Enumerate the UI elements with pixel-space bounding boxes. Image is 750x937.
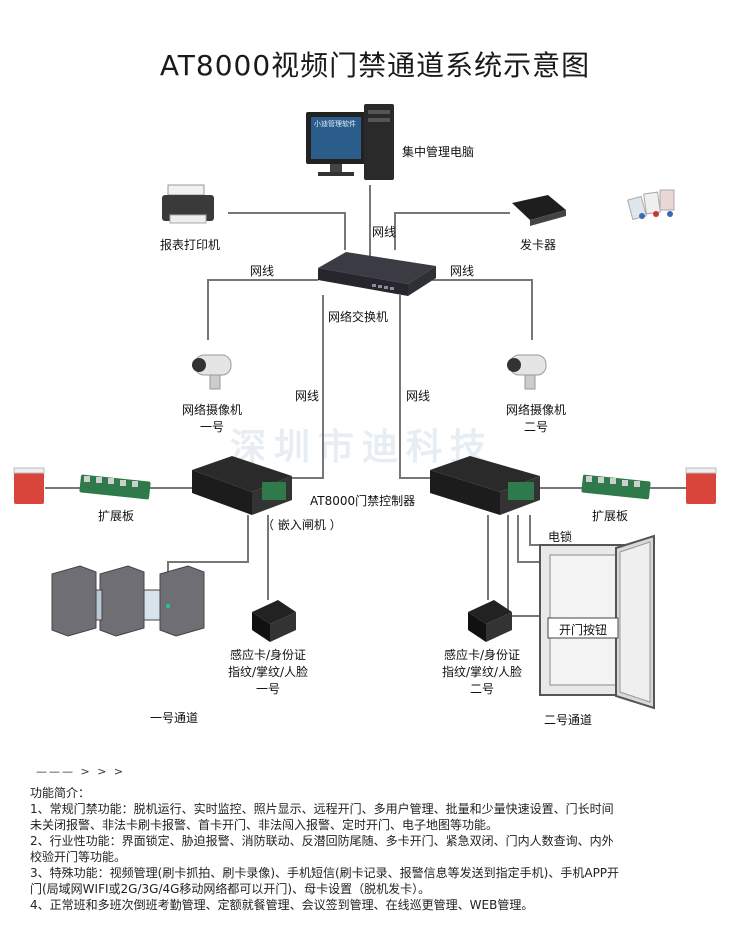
expansion-board-left-icon bbox=[79, 474, 151, 500]
exit-button-label: 开门按钮 bbox=[558, 623, 607, 637]
camera-2-icon bbox=[507, 354, 547, 390]
alarm-right-icon bbox=[685, 467, 717, 504]
printer-icon bbox=[162, 184, 214, 224]
intro-line: 1、常规门禁功能：脱机运行、实时监控、照片显示、远程开门、多用户管理、批量和少量… bbox=[30, 802, 614, 816]
intro-line: 3、特殊功能：视频管理(刷卡抓拍、刷卡录像)、手机短信(刷卡记录、报警信息等发送… bbox=[30, 866, 620, 880]
reader-1-line1: 感应卡/身份证 bbox=[229, 648, 307, 662]
reader-1-line3: 一号 bbox=[255, 682, 280, 696]
card-issuer-icon bbox=[512, 195, 566, 226]
expansion-right-label: 扩展板 bbox=[592, 509, 629, 523]
camera-1-label: 网络摄像机 一号 bbox=[172, 401, 252, 435]
reader-2-line1: 感应卡/身份证 bbox=[443, 648, 521, 662]
intro-section: 功能简介： 1、常规门禁功能：脱机运行、实时监控、照片显示、远程开门、多用户管理… bbox=[30, 785, 730, 913]
reader-1-icon bbox=[252, 600, 296, 642]
net-label-controller-left: 网线 bbox=[295, 389, 320, 403]
watermark: 深圳市迪科技 bbox=[230, 427, 495, 468]
intro-line: 校验开门等功能。 bbox=[30, 850, 127, 864]
door-icon bbox=[539, 534, 655, 710]
passage-2-label: 二号通道 bbox=[544, 713, 593, 727]
net-label-right: 网线 bbox=[450, 264, 475, 278]
diagram-title: AT8000视频门禁通道系统示意图 bbox=[159, 49, 591, 82]
passage-1-label: 一号通道 bbox=[150, 711, 199, 725]
pc-icon bbox=[306, 104, 394, 180]
arrow-divider: ——— > > > bbox=[36, 765, 126, 778]
alarm-left-icon bbox=[13, 467, 45, 504]
pc-screen-text: 小迪管理软件 bbox=[314, 120, 356, 128]
camera-1-number: 一号 bbox=[199, 420, 224, 434]
reader-2-label: 感应卡/身份证 指纹/掌纹/人脸 二号 bbox=[432, 646, 532, 697]
reader-2-icon bbox=[468, 600, 512, 642]
controller-right-icon bbox=[430, 456, 540, 515]
intro-line: 门(局域网WIFI或2G/3G/4G移动网络都可以开门)、母卡设置（脱机发卡）。 bbox=[30, 882, 431, 896]
net-label-controller-right: 网线 bbox=[406, 389, 431, 403]
printer-label: 报表打印机 bbox=[160, 238, 221, 252]
camera-2-name: 网络摄像机 bbox=[505, 403, 566, 417]
switch-label: 网络交换机 bbox=[328, 310, 389, 324]
expansion-left-label: 扩展板 bbox=[98, 509, 135, 523]
camera-1-name: 网络摄像机 bbox=[181, 403, 242, 417]
pc-label: 集中管理电脑 bbox=[402, 145, 475, 159]
camera-2-label: 网络摄像机 二号 bbox=[496, 401, 576, 435]
camera-2-number: 二号 bbox=[523, 420, 548, 434]
controller-left-icon bbox=[192, 456, 292, 515]
controller-label: AT8000门禁控制器 bbox=[310, 494, 416, 508]
switch-icon bbox=[318, 252, 436, 296]
intro-line: 未关闭报警、非法卡刷卡报警、首卡开门、非法闯入报警、定时开门、电子地图等功能。 bbox=[30, 818, 499, 832]
reader-1-label: 感应卡/身份证 指纹/掌纹/人脸 一号 bbox=[218, 646, 318, 697]
camera-1-icon bbox=[192, 354, 232, 390]
embedded-label: （ 嵌入闸机 ） bbox=[262, 518, 342, 532]
turnstile-icon bbox=[51, 565, 205, 637]
net-label-left: 网线 bbox=[250, 264, 275, 278]
electric-lock-label: 电锁 bbox=[548, 530, 573, 544]
reader-2-line2: 指纹/掌纹/人脸 bbox=[441, 665, 523, 679]
expansion-board-right-icon bbox=[581, 474, 651, 500]
cards-icon bbox=[627, 189, 675, 221]
intro-heading: 功能简介： bbox=[30, 786, 91, 800]
card-issuer-label: 发卡器 bbox=[520, 238, 557, 252]
reader-2-line3: 二号 bbox=[469, 682, 494, 696]
reader-1-line2: 指纹/掌纹/人脸 bbox=[227, 665, 309, 679]
net-label-pc: 网线 bbox=[372, 225, 397, 239]
intro-line: 4、正常班和多班次倒班考勤管理、定额就餐管理、会议签到管理、在线巡更管理、WEB… bbox=[30, 898, 534, 912]
intro-line: 2、行业性功能：界面锁定、胁迫报警、消防联动、反潜回防尾随、多卡开门、紧急双闭、… bbox=[30, 834, 614, 848]
